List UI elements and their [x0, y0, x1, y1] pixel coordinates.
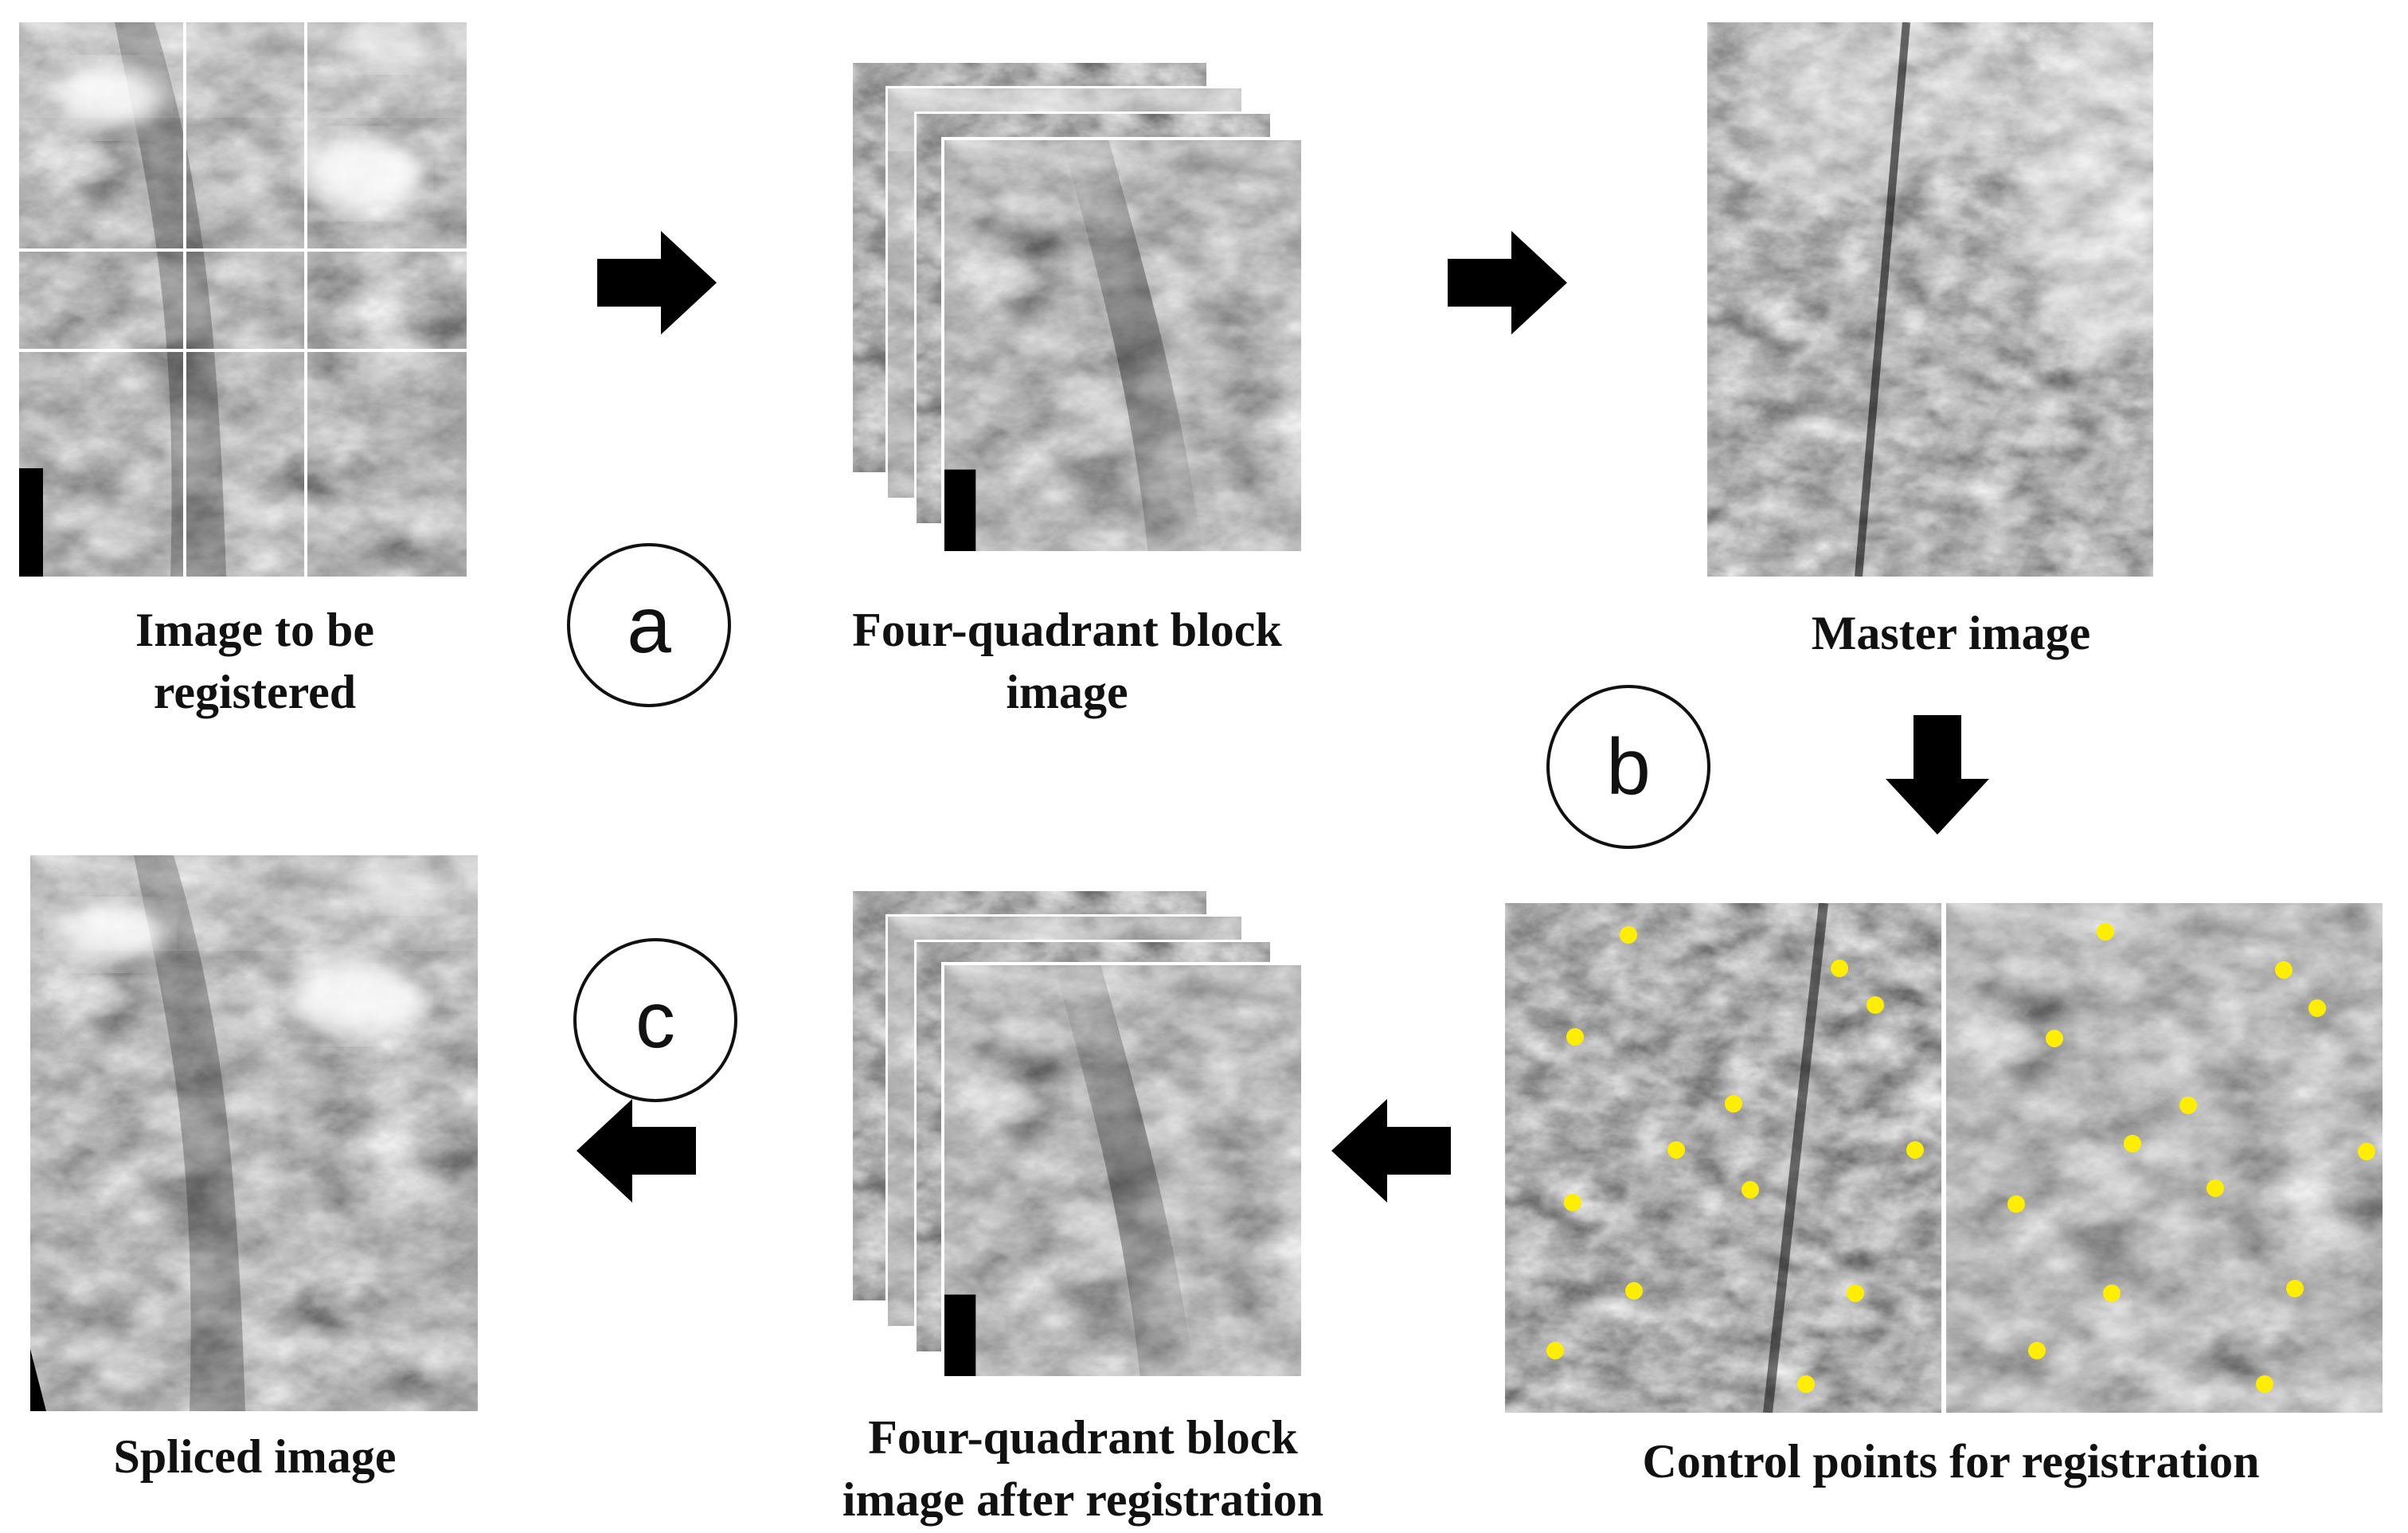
- down-arrow-icon: [1886, 715, 1989, 835]
- registered-tile-4: [941, 962, 1304, 1379]
- spliced-caption: Spliced image: [113, 1430, 397, 1483]
- spliced-image: [30, 855, 478, 1411]
- source-caption-line1: Image to be: [135, 604, 374, 656]
- blocks-caption: Four-quadrant block image: [812, 599, 1322, 723]
- step-b-badge: b: [1546, 685, 1710, 849]
- registered-block-stack: [850, 889, 1304, 1379]
- source-caption: Image to be registered: [32, 599, 478, 723]
- step-a-label: a: [627, 580, 671, 670]
- registered-caption-line1: Four-quadrant block: [868, 1411, 1298, 1464]
- block-tile-4: [941, 137, 1304, 554]
- control-caption: Control points for registration: [1642, 1435, 2260, 1488]
- master-caption: Master image: [1811, 607, 2091, 659]
- master-image: [1707, 22, 2153, 577]
- block-image-stack: [850, 61, 1304, 554]
- step-a-badge: a: [567, 543, 731, 707]
- source-caption-line2: registered: [153, 666, 357, 718]
- registered-caption: Four-quadrant block image after registra…: [796, 1406, 1370, 1531]
- blocks-caption-line1: Four-quadrant block: [852, 604, 1282, 656]
- registered-caption-line2: image after registration: [842, 1473, 1324, 1526]
- step-c-label: c: [635, 975, 675, 1065]
- source-image: [19, 22, 467, 577]
- right-arrow-icon: [1448, 231, 1567, 334]
- step-c-badge: c: [573, 938, 737, 1102]
- left-arrow-icon: [577, 1099, 696, 1203]
- left-arrow-icon: [1331, 1099, 1451, 1203]
- control-points-target: [1946, 903, 2383, 1413]
- step-b-label: b: [1606, 722, 1651, 811]
- right-arrow-icon: [597, 231, 717, 334]
- control-points-panel: [1505, 903, 2383, 1413]
- control-points-master: [1505, 903, 1941, 1413]
- blocks-caption-line2: image: [1006, 666, 1128, 718]
